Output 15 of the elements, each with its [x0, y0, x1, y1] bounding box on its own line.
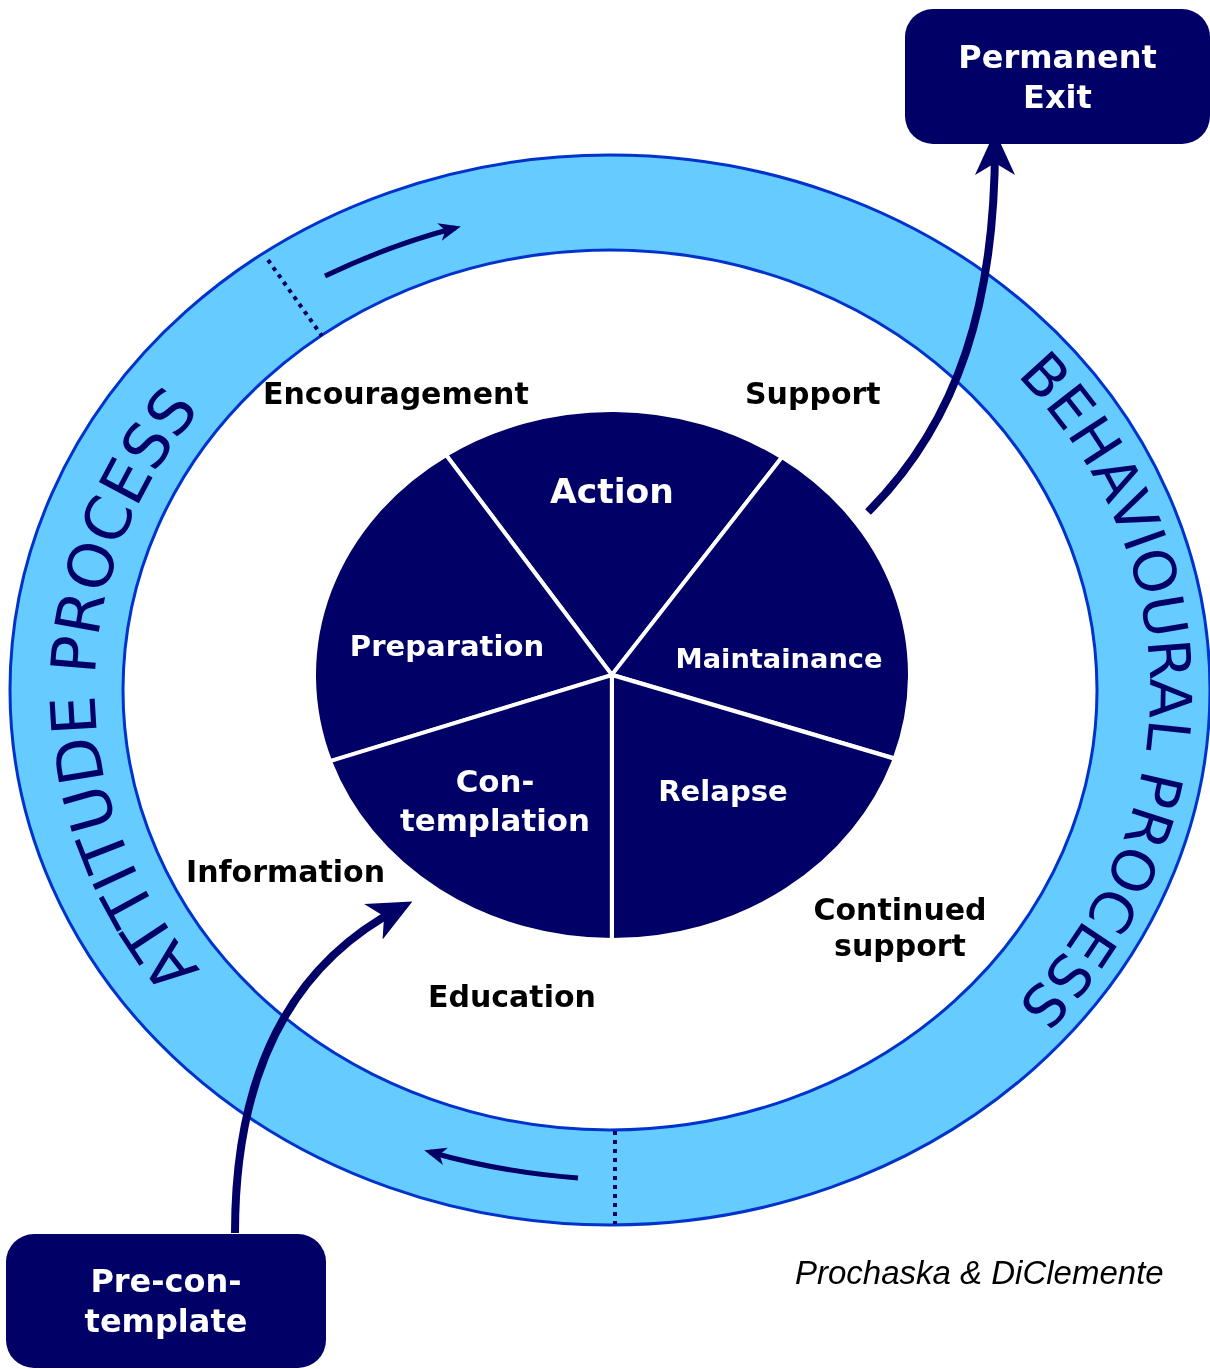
- intervention-label: Encouragement: [263, 376, 529, 412]
- stage-box: [6, 1234, 326, 1368]
- intervention-label: Support: [745, 376, 881, 412]
- source-caption: Prochaska & DiClemente: [795, 1254, 1164, 1292]
- stage-label: Con-templation: [398, 762, 591, 840]
- stage-label: Preparation: [348, 628, 546, 665]
- stage-label: Maintainance: [674, 642, 884, 676]
- arrow: [231, 901, 413, 1234]
- stage-label: Pre-con-template: [83, 1261, 249, 1341]
- intervention-label: Education: [428, 979, 596, 1015]
- stage-label: Action: [549, 470, 675, 513]
- stage-label: Permanent Exit: [957, 36, 1158, 117]
- stage-box: [905, 9, 1210, 144]
- stage-label: Relapse: [657, 773, 789, 810]
- intervention-label: Continued support: [812, 892, 988, 964]
